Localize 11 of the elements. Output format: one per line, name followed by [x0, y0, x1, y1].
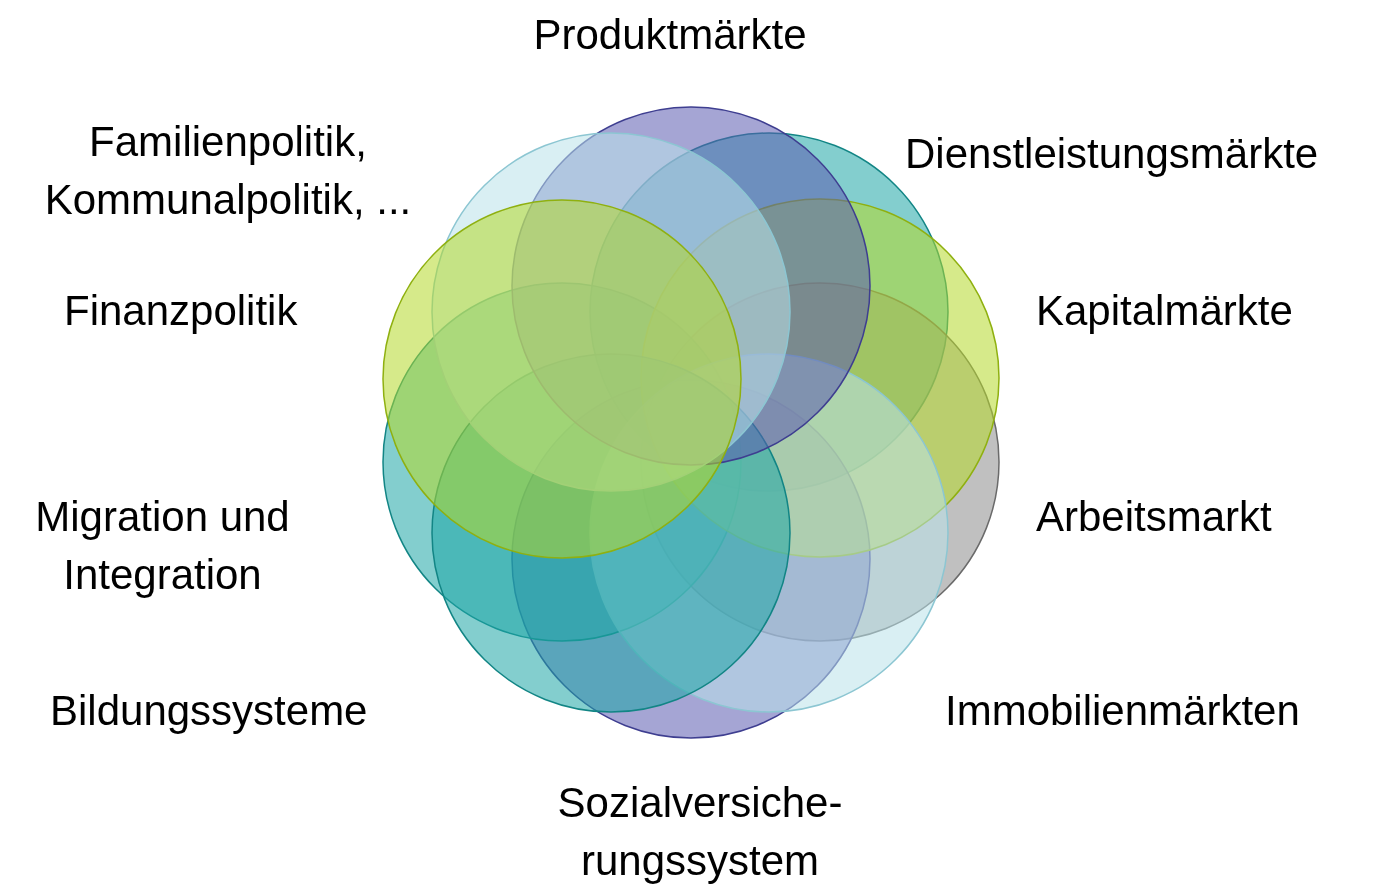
overlapping-circle [382, 199, 742, 559]
circle-caption: Sozialversiche- rungssystem [556, 778, 844, 886]
circle-caption: Familienpolitik, Kommunalpolitik, ... [43, 117, 413, 225]
circle-caption: Migration und Integration [34, 492, 291, 600]
circle-caption: Produktmärkte [532, 10, 808, 60]
circle-caption: Arbeitsmarkt [1036, 492, 1273, 542]
circle-caption: Immobilienmärkten [945, 686, 1301, 736]
circle-caption: Finanzpolitik [64, 286, 299, 336]
circle-caption: Kapitalmärkte [1036, 286, 1294, 336]
circle-caption: Dienstleistungsmärkte [905, 129, 1320, 179]
circle-caption: Bildungssysteme [50, 686, 369, 736]
